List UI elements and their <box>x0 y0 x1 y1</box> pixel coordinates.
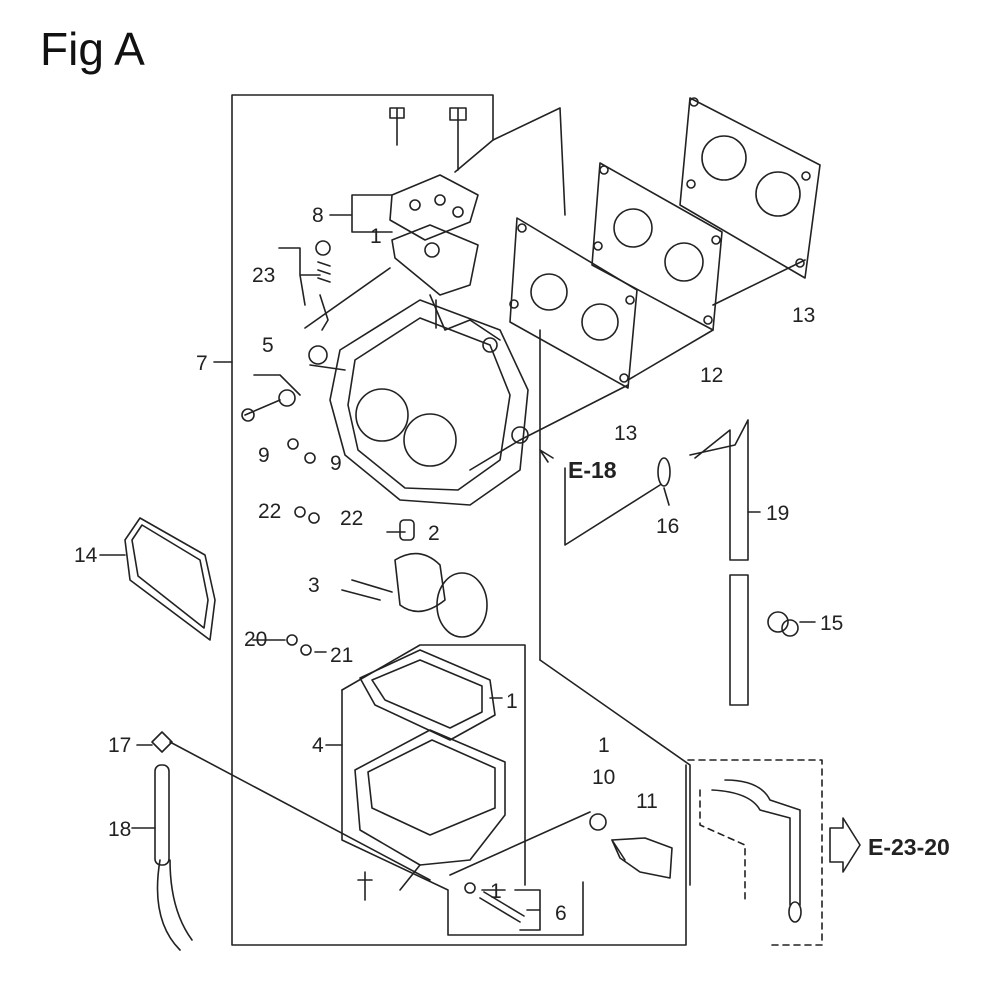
callout-1-upper: 1 <box>370 225 382 248</box>
callout-9-right: 9 <box>330 452 342 475</box>
callout-3: 3 <box>308 574 320 597</box>
float-bowl <box>354 729 506 891</box>
callout-1-drain: 1 <box>490 880 502 903</box>
callout-23: 23 <box>252 264 275 287</box>
ref-e2320: E-23-20 <box>868 834 950 860</box>
hose-18 <box>151 731 193 951</box>
washer-10 <box>589 813 607 831</box>
gasket-plate-front <box>509 217 638 389</box>
part-20 <box>286 634 298 646</box>
arrow-e2320 <box>829 817 861 873</box>
callout-4: 4 <box>312 734 324 757</box>
gasket-14 <box>124 517 216 641</box>
callout-7: 7 <box>196 352 208 375</box>
callout-13-right: 13 <box>792 304 815 327</box>
bowl-screw <box>357 871 373 901</box>
callout-11: 11 <box>636 790 658 813</box>
callout-15: 15 <box>820 612 843 635</box>
oring-16 <box>657 457 671 487</box>
callout-22-left: 22 <box>258 500 281 523</box>
callout-19: 19 <box>766 502 789 525</box>
bowl-gasket <box>359 649 496 741</box>
callout-18: 18 <box>108 818 131 841</box>
callout-9-left: 9 <box>258 444 270 467</box>
top-screw-left <box>389 107 405 146</box>
callout-20: 20 <box>244 628 267 651</box>
part-21 <box>300 644 312 656</box>
callout-2: 2 <box>428 522 440 545</box>
arrow-e18 <box>539 449 554 463</box>
screw-5 <box>241 374 301 422</box>
hose-frame <box>687 759 823 946</box>
callout-13-mid: 13 <box>614 422 637 445</box>
callout-6: 6 <box>555 902 567 925</box>
carburetor-body <box>308 294 529 506</box>
top-cover-8 <box>389 174 479 241</box>
parts-9-22 <box>287 438 320 524</box>
callout-17: 17 <box>108 734 131 757</box>
callout-21: 21 <box>330 644 353 667</box>
ref-e18: E-18 <box>568 457 617 483</box>
callout-5: 5 <box>262 334 274 357</box>
callout-22-right: 22 <box>340 507 363 530</box>
float-3 <box>341 519 488 638</box>
gasket-plate-rear <box>679 97 821 279</box>
clip-15 <box>767 611 799 637</box>
callout-14: 14 <box>74 544 98 567</box>
gasket-plate-middle <box>591 162 723 331</box>
callout-10: 10 <box>592 766 615 789</box>
callout-16: 16 <box>656 515 679 538</box>
solenoid-11 <box>611 837 673 879</box>
drain-screw-6 <box>464 882 525 923</box>
assembly-bracket-7 <box>231 94 687 946</box>
top-screw-right <box>449 107 467 171</box>
top-gasket-1 <box>391 224 479 296</box>
needle-valve-23 <box>304 240 391 331</box>
callout-12: 12 <box>700 364 723 387</box>
callout-1-plug: 1 <box>598 734 610 757</box>
bowl-bracket-4 <box>341 689 584 936</box>
callout-1-bowl: 1 <box>506 690 518 713</box>
callout-8: 8 <box>312 204 324 227</box>
fuel-hose-right <box>711 779 802 923</box>
hose-19 <box>689 419 749 706</box>
figure-title: Fig A <box>40 23 145 75</box>
